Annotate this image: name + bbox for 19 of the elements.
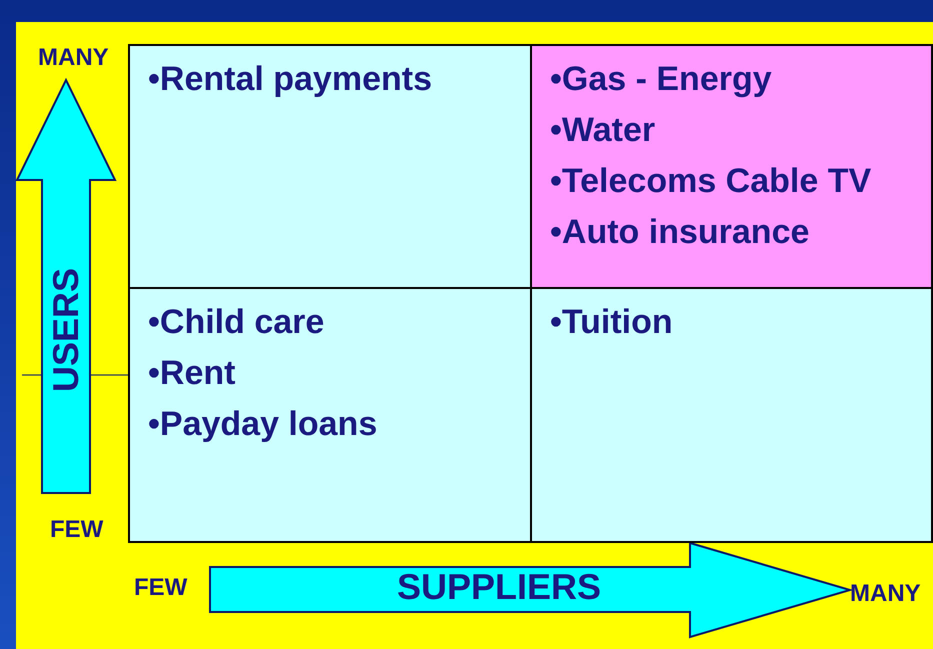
- list-item: •Rent: [148, 353, 236, 394]
- list-item: •Payday loans: [148, 404, 378, 445]
- list-item: •Telecoms Cable TV: [550, 161, 872, 202]
- list-item: •Rental payments: [148, 59, 433, 100]
- matrix-cell: [128, 44, 532, 289]
- matrix-cell: [128, 287, 532, 543]
- matrix-cell: [530, 44, 933, 289]
- axis-label: FEW: [134, 574, 188, 602]
- list-item: •Water: [550, 110, 656, 151]
- axis-label: MANY: [38, 44, 109, 72]
- list-item: •Gas - Energy: [550, 59, 773, 100]
- list-item: •Tuition: [550, 302, 674, 343]
- list-item: •Auto insurance: [550, 212, 810, 253]
- axis-label: FEW: [50, 516, 104, 544]
- axis-label: MANY: [850, 580, 921, 608]
- matrix-cell: [530, 287, 933, 543]
- axis-title: USERS: [45, 268, 87, 392]
- list-item: •Child care: [148, 302, 326, 343]
- axis-title: SUPPLIERS: [397, 566, 602, 608]
